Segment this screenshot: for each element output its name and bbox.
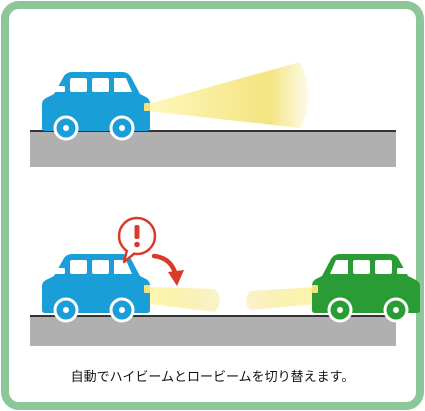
scene-high-beam xyxy=(30,62,396,167)
curved-arrow-down-icon xyxy=(151,253,184,286)
high-beam-light xyxy=(148,62,309,128)
exclamation-speech-icon xyxy=(117,216,157,264)
road-top xyxy=(30,131,396,167)
low-beam-light-right xyxy=(246,287,318,310)
oncoming-car-side-icon xyxy=(312,254,420,323)
scene-low-beam xyxy=(30,216,420,346)
low-beam-light-left xyxy=(150,287,220,312)
caption-text: 自動でハイビームとロービームを切り替えます。 xyxy=(70,370,355,385)
car-side-icon xyxy=(42,72,150,141)
car-side-icon xyxy=(42,254,150,323)
